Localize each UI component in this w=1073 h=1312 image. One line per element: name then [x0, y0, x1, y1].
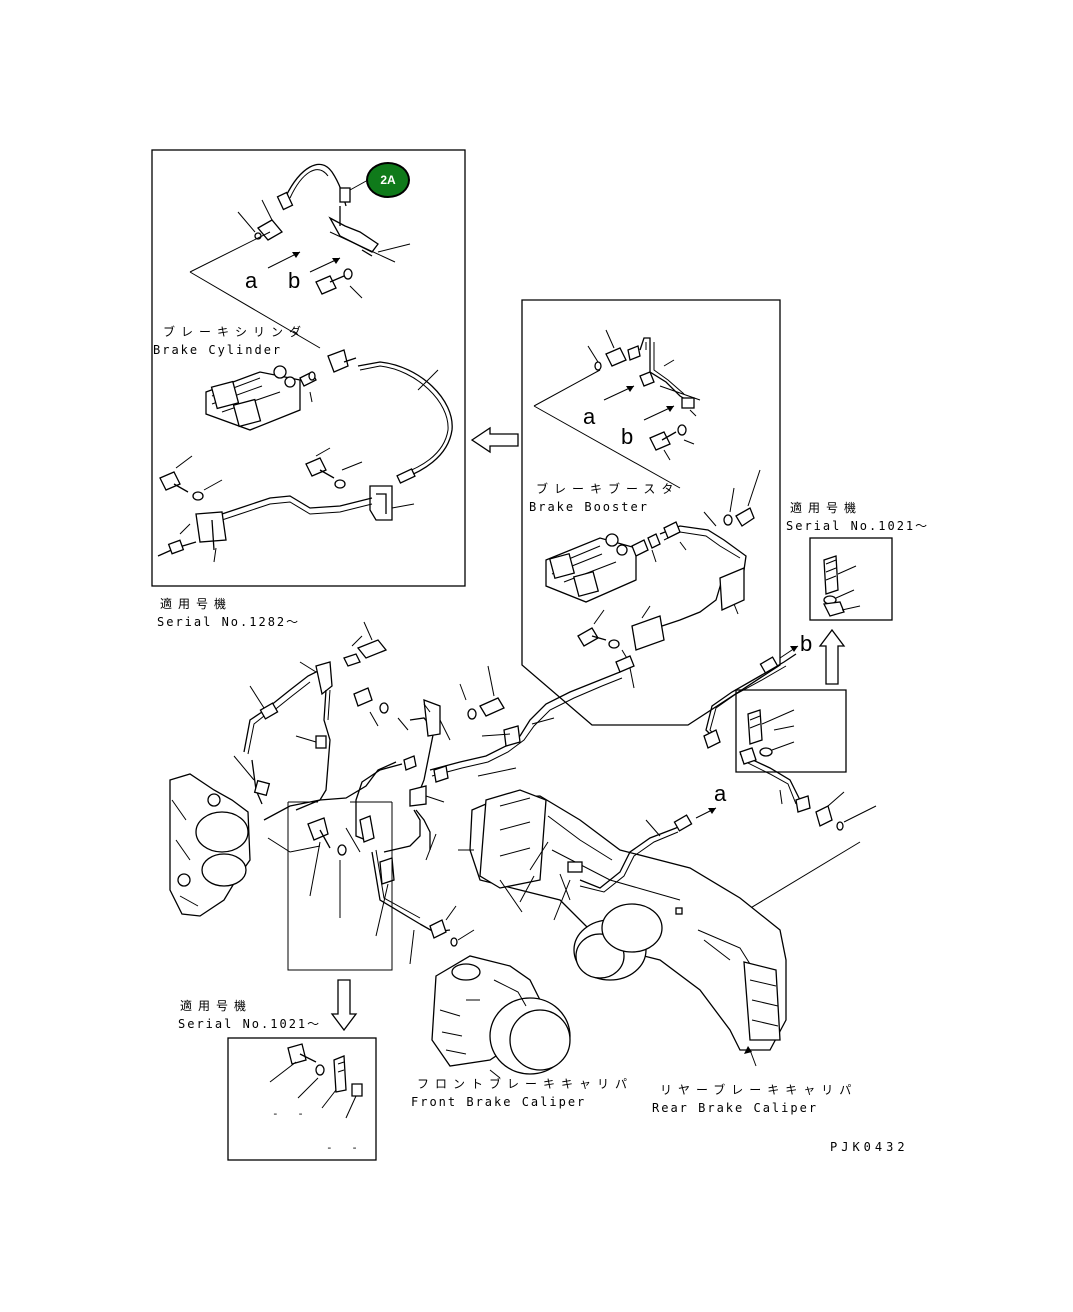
right-panel-frame	[521, 299, 781, 726]
port-letter-a-top: a	[245, 268, 258, 293]
brake-booster-drawing	[545, 533, 649, 603]
rear-detail-frame	[735, 689, 847, 773]
transfer-arrow-down-icon	[330, 979, 358, 1032]
port-arrow-label-b: b	[800, 631, 813, 656]
dash-mark-2: - -	[326, 1141, 364, 1154]
brake-cylinder-label-en: Brake Cylinder	[153, 343, 283, 357]
serial-top-left-jp: 適用号機	[160, 597, 233, 611]
dash-mark-1: - -	[272, 1107, 310, 1120]
front-brake-caliper-label-jp: フロントブレーキキャリパ	[417, 1077, 634, 1091]
brake-booster-label-jp: ブレーキブースタ	[536, 482, 680, 496]
serial-right-frame	[809, 537, 893, 621]
port-letter-b-right: b	[621, 424, 634, 449]
rear-brake-caliper-label-jp: リヤーブレーキキャリパ	[660, 1083, 858, 1097]
front-brake-caliper-drawing	[431, 955, 571, 1075]
badge-label: 2A	[380, 173, 396, 187]
rear-brake-caliper-label-en: Rear Brake Caliper	[652, 1101, 819, 1115]
serial-bottom-en: Serial No.1021～	[178, 1017, 322, 1031]
port-arrow-label-a: a	[714, 781, 727, 806]
main-left-piping	[169, 621, 623, 971]
serial-top-left-en: Serial No.1282～	[157, 615, 301, 629]
serial-right-box	[809, 537, 893, 621]
transfer-arrow-up-icon	[818, 628, 846, 685]
serial-bottom-jp: 適用号機	[180, 999, 253, 1013]
right-panel	[521, 299, 781, 726]
rear-axle-drawing	[458, 789, 787, 1051]
reference-badge-2a[interactable]: 2A	[366, 162, 410, 198]
brake-booster-label-en: Brake Booster	[529, 500, 649, 514]
port-letter-b-top: b	[288, 268, 301, 293]
serial-bottom-frame	[227, 1037, 377, 1161]
brake-cylinder-label-jp: ブレーキシリンダ	[163, 325, 308, 339]
port-letter-a-right: a	[583, 404, 596, 429]
front-brake-caliper-label-en: Front Brake Caliper	[411, 1095, 587, 1109]
drawing-code: PJK0432	[830, 1140, 909, 1154]
top-left-panel-frame	[151, 149, 466, 587]
hose-top	[285, 163, 347, 207]
transfer-arrow-left-icon	[470, 426, 519, 454]
serial-right-jp: 適用号機	[790, 501, 863, 515]
serial-bottom-box	[227, 1037, 377, 1161]
brake-cylinder-drawing	[205, 365, 317, 431]
serial-right-en: Serial No.1021～	[786, 519, 930, 533]
top-left-panel	[151, 149, 466, 587]
